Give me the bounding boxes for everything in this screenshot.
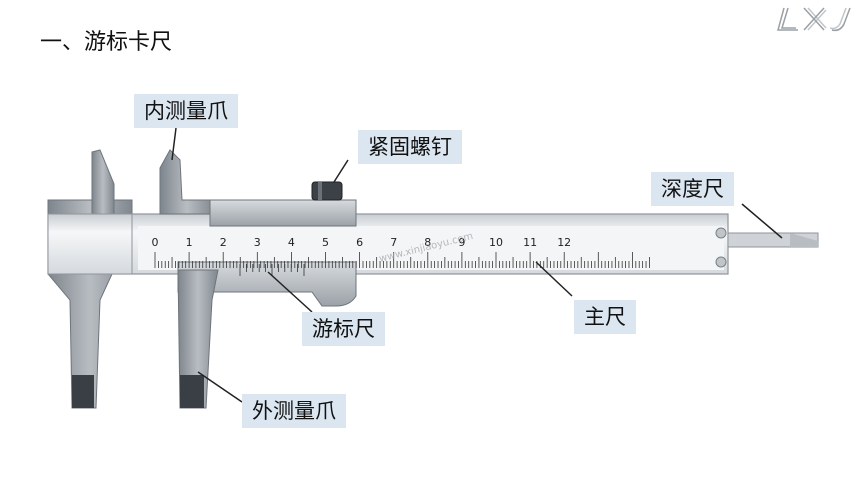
scale-number: 8 bbox=[424, 236, 431, 249]
label-vernier: 游标尺 bbox=[302, 312, 385, 346]
leader-depth-rod bbox=[741, 203, 783, 239]
scale-number: 12 bbox=[557, 236, 571, 249]
rivet bbox=[715, 227, 727, 239]
fixed-inner-jaw bbox=[91, 149, 115, 215]
leader-outer-jaw bbox=[197, 371, 243, 403]
scale-number: 6 bbox=[356, 236, 363, 249]
main-scale-ticks bbox=[154, 252, 650, 268]
label-outer-jaw: 外测量爪 bbox=[242, 394, 346, 428]
label-depth-rod: 深度尺 bbox=[651, 172, 734, 206]
scale-number: 7 bbox=[390, 236, 397, 249]
slider-inner-jaw bbox=[159, 149, 215, 215]
leader-lock-screw bbox=[333, 159, 349, 183]
scale-number: 11 bbox=[523, 236, 537, 249]
scale-number: 3 bbox=[254, 236, 261, 249]
rivet bbox=[715, 256, 727, 268]
page-title: 一、游标卡尺 bbox=[40, 30, 173, 55]
scale-number: 4 bbox=[288, 236, 295, 249]
slider-top bbox=[209, 199, 357, 227]
scale-number: 5 bbox=[322, 236, 329, 249]
scale-number: 10 bbox=[489, 236, 503, 249]
scale-number: 9 bbox=[458, 236, 465, 249]
leader-main-scale bbox=[535, 261, 573, 297]
slider-outer-jaw bbox=[177, 269, 219, 409]
leader-inner-jaw bbox=[171, 127, 177, 161]
leader-vernier bbox=[267, 271, 313, 313]
label-lock-screw: 紧固螺钉 bbox=[358, 130, 462, 164]
scale-number: 1 bbox=[186, 236, 193, 249]
vernier-scale bbox=[177, 261, 357, 307]
label-inner-jaw: 内测量爪 bbox=[134, 94, 238, 128]
scale-number: 0 bbox=[152, 236, 159, 249]
vernier-ticks bbox=[239, 264, 305, 276]
label-main-scale: 主尺 bbox=[574, 300, 636, 334]
scale-number: 2 bbox=[220, 236, 227, 249]
logo-icon bbox=[777, 7, 851, 32]
lock-screw bbox=[311, 181, 343, 201]
